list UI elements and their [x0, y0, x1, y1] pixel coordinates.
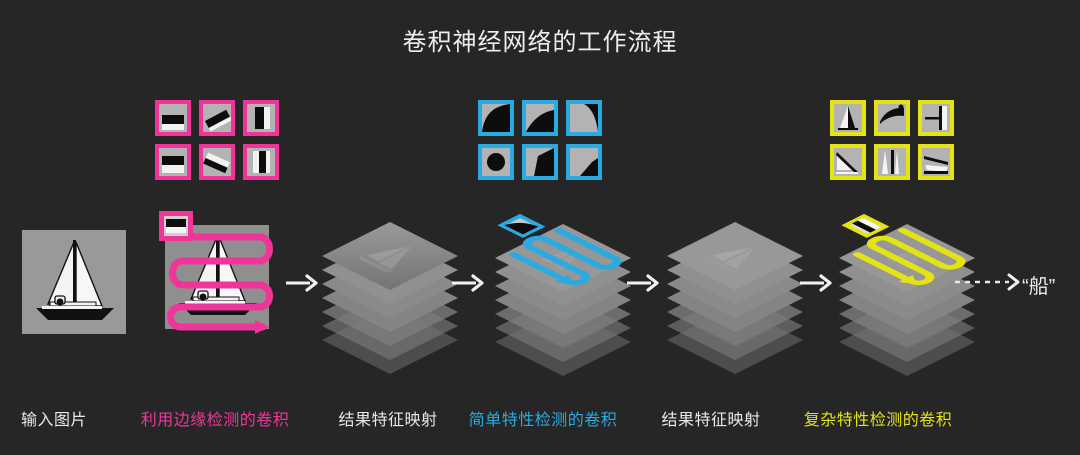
caption-feature-map-1: 结果特征映射: [338, 412, 438, 429]
output-class-label: “船”: [1022, 276, 1056, 298]
convolution-sweep-path-cyan: [509, 228, 622, 286]
filter-cell-cross-spar[interactable]: [918, 100, 954, 136]
flow-arrow-2: [452, 272, 486, 294]
filter-bank-complex-feature-filters: [830, 100, 954, 180]
filter-cell-bow-dot[interactable]: [874, 100, 910, 136]
edge-convolution-panel[interactable]: [159, 211, 273, 334]
filter-cell-wedge-left[interactable]: [522, 144, 558, 180]
filter-cell-twin-mast[interactable]: [874, 144, 910, 180]
stack-layers: [495, 224, 631, 376]
filter-cell-wedge-corner[interactable]: [566, 144, 602, 180]
simple-feature-convolution-panel[interactable]: [478, 188, 648, 376]
filter-cell-mast-sail[interactable]: [830, 100, 866, 136]
sliding-filter-pink[interactable]: [159, 211, 193, 241]
page-title: 卷积神经网络的工作流程: [402, 29, 678, 56]
sliding-filter-yellow: [841, 213, 890, 238]
complex-feature-convolution-panel[interactable]: [822, 188, 992, 376]
filter-cell-arc-sliver[interactable]: [566, 100, 602, 136]
flow-arrow-3: [627, 272, 661, 294]
filter-cell-circle[interactable]: [478, 144, 514, 180]
filter-cell-vertical-edge[interactable]: [243, 100, 279, 136]
convolution-sweep-path-yellow: [853, 228, 966, 286]
sliding-filter-cyan: [497, 213, 546, 238]
filter-cell-quarter-curve[interactable]: [478, 100, 514, 136]
caption-feature-map-2: 结果特征映射: [661, 412, 761, 429]
filter-cell-shallow-curve[interactable]: [522, 100, 558, 136]
filter-cell-sail-slope[interactable]: [830, 144, 866, 180]
feature-map-stack-2[interactable]: [660, 188, 810, 374]
input-image-sailboat[interactable]: [22, 230, 126, 334]
filter-cell-horizontal-edge-inverted[interactable]: [155, 144, 191, 180]
feature-map-stack-1[interactable]: [315, 188, 465, 374]
convolution-sweep-path-pink: [167, 233, 273, 334]
filter-cell-diagonal-edge-down[interactable]: [199, 100, 235, 136]
flow-arrow-4: [800, 272, 834, 294]
filter-cell-diagonal-edge-up[interactable]: [199, 144, 235, 180]
filter-cell-horizontal-edge[interactable]: [155, 100, 191, 136]
caption-complex-feature-convolution: 复杂特性检测的卷积: [803, 412, 953, 429]
filter-bank-edge-filters: [155, 100, 279, 180]
flow-arrow-1: [286, 272, 320, 294]
filter-cell-vertical-edge-inverted[interactable]: [243, 144, 279, 180]
filter-bank-simple-feature-filters: [478, 100, 602, 180]
filter-cell-hull-deck[interactable]: [918, 144, 954, 180]
dashed-output-arrow: [955, 272, 1031, 292]
caption-simple-feature-convolution: 简单特性检测的卷积: [468, 412, 618, 429]
caption-input-image: 输入图片: [20, 412, 88, 429]
caption-edge-convolution: 利用边缘检测的卷积: [140, 412, 290, 429]
